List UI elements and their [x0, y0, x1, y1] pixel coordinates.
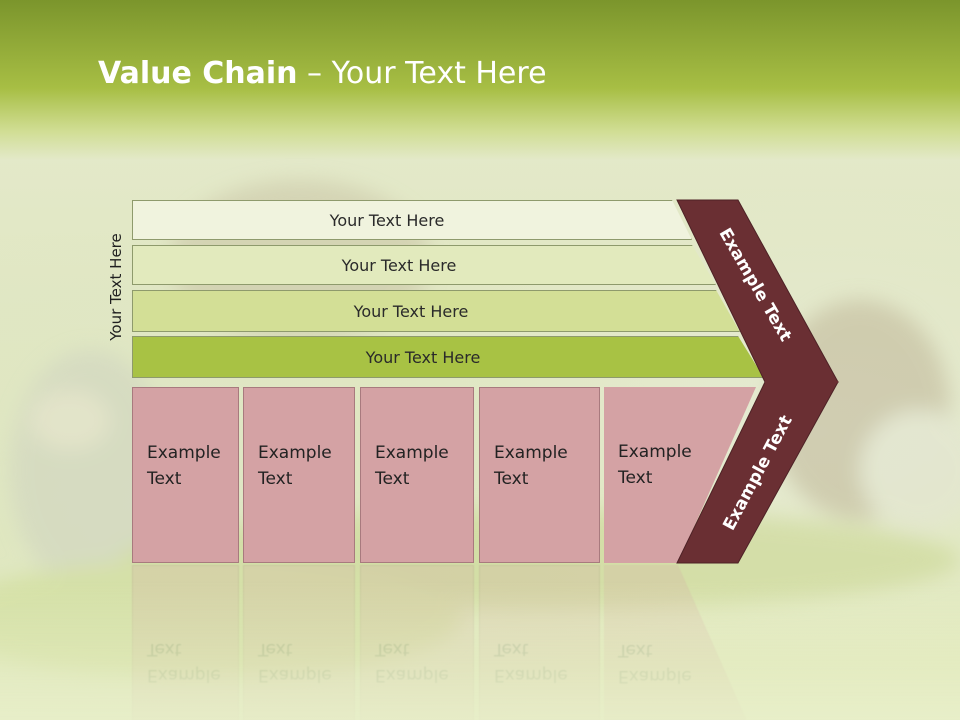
reflection: Example Text Example Text Example Text E…: [0, 410, 960, 720]
box-4: Example Text: [479, 387, 600, 563]
bar-2-label: Your Text Here: [341, 255, 457, 275]
side-label: Your Text Here: [107, 233, 125, 341]
bottom-fade: [0, 580, 960, 720]
slide-title: Value Chain – Your Text Here: [98, 54, 547, 94]
bar-1: Your Text Here: [132, 200, 692, 240]
bar-4-label: Your Text Here: [365, 347, 481, 367]
bar-1-label: Your Text Here: [329, 210, 445, 230]
box-1: Example Text: [132, 387, 239, 563]
title-band: [0, 0, 960, 160]
box-3: Example Text: [360, 387, 474, 563]
bar-2: Your Text Here: [132, 245, 716, 285]
box-5-label: Example Text: [618, 442, 692, 488]
bar-4: Your Text Here: [132, 336, 764, 378]
bar-3-label: Your Text Here: [353, 301, 469, 321]
box-4-label: Example Text: [494, 443, 568, 489]
box-2: Example Text: [243, 387, 355, 563]
box-3-label: Example Text: [375, 443, 449, 489]
title-rest: – Your Text Here: [297, 56, 547, 91]
title-bold: Value Chain: [98, 56, 298, 91]
box-1-label: Example Text: [147, 443, 221, 489]
bar-3: Your Text Here: [132, 290, 740, 332]
box-2-label: Example Text: [258, 443, 332, 489]
